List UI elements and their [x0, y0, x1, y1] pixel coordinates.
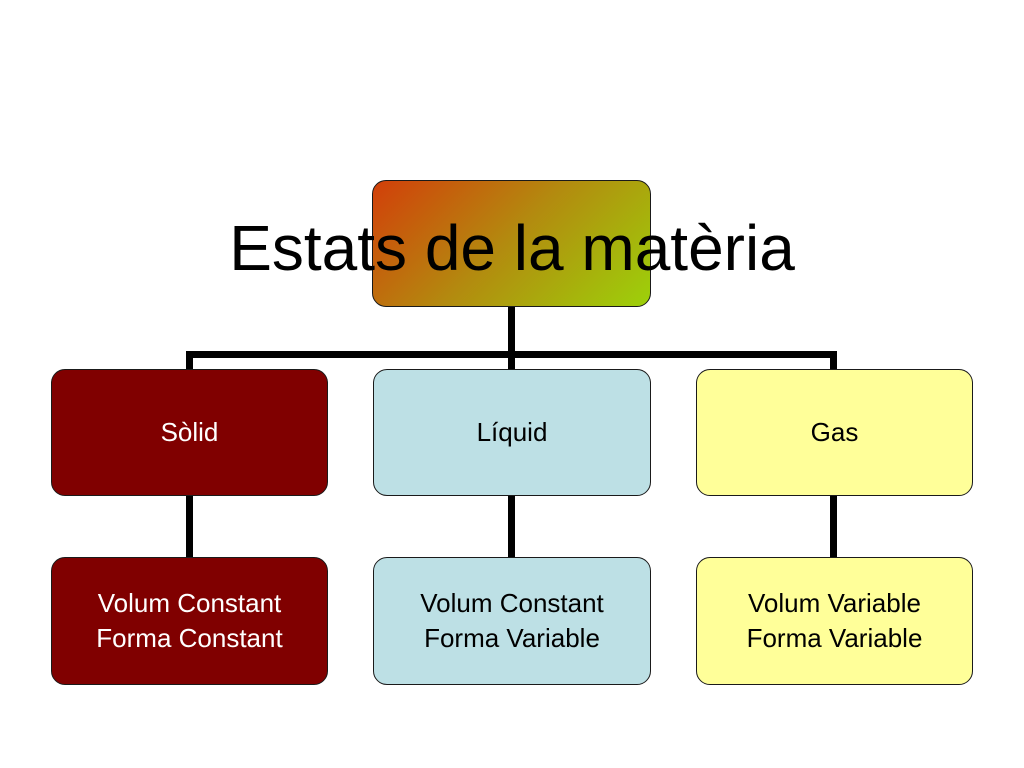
- state-node-liquid: Líquid: [373, 369, 651, 496]
- property-shape-liquid: Forma Variable: [424, 623, 600, 653]
- properties-node-solid: Volum Constant Forma Constant: [51, 557, 328, 685]
- properties-node-gas: Volum Variable Forma Variable: [696, 557, 973, 685]
- property-volume-gas: Volum Variable: [748, 588, 921, 618]
- connector-liquid-properties: [508, 496, 515, 557]
- property-volume-liquid: Volum Constant: [420, 588, 604, 618]
- properties-node-liquid: Volum Constant Forma Variable: [373, 557, 651, 685]
- connector-drop-solid: [186, 351, 193, 369]
- property-shape-solid: Forma Constant: [96, 623, 283, 653]
- connector-gas-properties: [830, 496, 837, 557]
- root-node: [372, 180, 651, 307]
- connector-solid-properties: [186, 496, 193, 557]
- diagram-title: Estats de la matèria: [229, 212, 795, 284]
- connector-drop-gas: [830, 351, 837, 369]
- property-volume-solid: Volum Constant: [97, 588, 282, 618]
- state-label-gas: Gas: [810, 417, 859, 447]
- state-label-solid: Sòlid: [160, 417, 219, 447]
- property-shape-gas: Forma Variable: [746, 623, 923, 653]
- state-node-gas: Gas: [696, 369, 973, 496]
- connector-drop-liquid: [508, 351, 515, 369]
- state-node-solid: Sòlid: [51, 369, 328, 496]
- state-label-liquid: Líquid: [476, 417, 548, 447]
- connector-root-down: [508, 307, 515, 355]
